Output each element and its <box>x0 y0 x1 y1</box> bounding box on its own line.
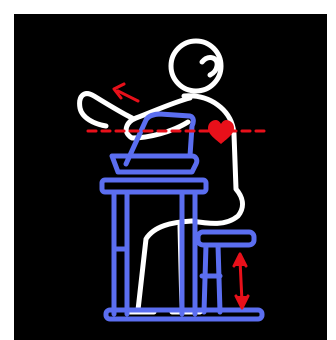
ergonomic-posture-illustration <box>14 14 327 340</box>
illustration-panel <box>14 14 327 340</box>
